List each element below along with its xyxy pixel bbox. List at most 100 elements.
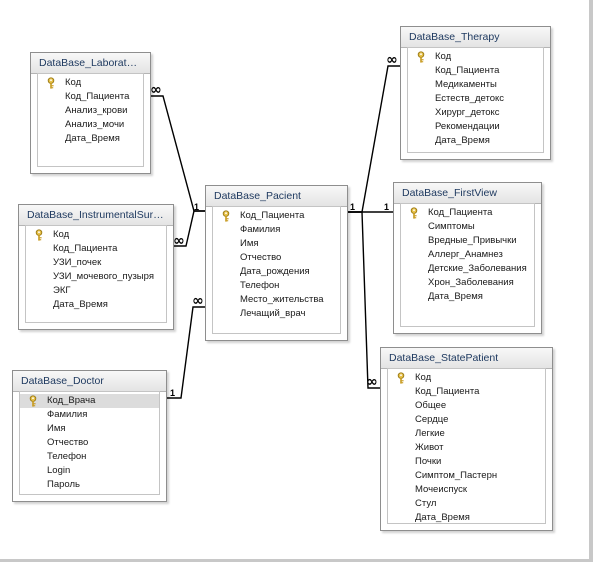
table-title[interactable]: DataBase_StatePatient [381, 348, 552, 369]
field-label: Код_Пациента [240, 210, 305, 221]
card-pacient-one-left: 1 [194, 202, 199, 212]
table-title[interactable]: DataBase_Doctor [13, 371, 166, 392]
field-label: Код [415, 372, 432, 383]
field-row[interactable]: Естеств_детокс [435, 93, 504, 104]
primary-key-field[interactable]: Код [38, 76, 143, 90]
field-row[interactable]: Дата_Время [53, 299, 108, 310]
table-title[interactable]: DataBase_Pacient [206, 186, 347, 207]
field-row[interactable]: Анализ_крови [65, 105, 128, 116]
field-label: Код_Врача [47, 395, 96, 406]
card-therapy-many: ∞ [386, 52, 398, 68]
window-edge [589, 0, 593, 562]
field-row[interactable]: Аллерг_Анамнез [428, 249, 503, 260]
table-title[interactable]: DataBase_FirstView [394, 183, 541, 204]
field-row[interactable]: Дата_рождения [240, 266, 310, 277]
primary-key-field[interactable]: Код_Врача [20, 394, 159, 408]
field-label: Код [65, 77, 82, 88]
field-row[interactable]: Имя [47, 423, 66, 434]
field-row[interactable]: Телефон [240, 280, 280, 291]
field-row[interactable]: Код_Пациента [435, 65, 500, 76]
primary-key-field[interactable]: Код_Пациента [401, 206, 534, 220]
field-row[interactable]: Код_Пациента [415, 386, 480, 397]
field-label: Код [435, 51, 452, 62]
field-row[interactable]: Вредные_Привычки [428, 235, 517, 246]
primary-key-field[interactable]: Код [26, 228, 166, 242]
primary-key-field[interactable]: Код [388, 371, 545, 385]
field-row[interactable]: Дата_Время [65, 133, 120, 144]
field-row[interactable]: Дата_Время [435, 135, 490, 146]
field-row[interactable]: Дата_Время [428, 291, 483, 302]
field-row[interactable]: Имя [240, 238, 259, 249]
field-row[interactable]: Login [47, 465, 71, 476]
rel-pacient-statepatient [347, 211, 380, 389]
card-laboratory-many: ∞ [150, 82, 162, 98]
field-row[interactable]: Стул [415, 498, 437, 509]
card-doctor-one: 1 [170, 388, 175, 398]
card-instrumental-many: ∞ [173, 233, 185, 249]
card-pacient-one-right: 1 [350, 202, 355, 212]
rel-doctor-pacient [166, 306, 205, 399]
field-row[interactable]: Лечащий_врач [240, 308, 306, 319]
window-edge [0, 559, 593, 562]
field-row[interactable]: Хрон_Заболевания [428, 277, 514, 288]
field-row[interactable]: Легкие [415, 428, 445, 439]
field-row[interactable]: УЗИ_мочевого_пузыря [53, 271, 154, 282]
field-row[interactable]: Сердце [415, 414, 449, 425]
field-row[interactable]: Почки [415, 456, 442, 467]
field-row[interactable]: Пароль [47, 479, 80, 490]
primary-key-icon [416, 51, 426, 63]
field-row[interactable]: Общее [415, 400, 447, 411]
field-row[interactable]: Код_Пациента [65, 91, 130, 102]
field-row[interactable]: Симптомы [428, 221, 475, 232]
field-row[interactable]: Телефон [47, 451, 87, 462]
primary-key-field[interactable]: Код [408, 50, 543, 64]
field-row[interactable]: Рекомендации [435, 121, 500, 132]
field-row[interactable]: ЭКГ [53, 285, 71, 296]
field-row[interactable]: Отчество [240, 252, 282, 263]
field-row[interactable]: УЗИ_почек [53, 257, 102, 268]
field-row[interactable]: Симптом_Пастерн [415, 470, 498, 481]
table-title[interactable]: DataBase_Laboratory... [31, 53, 150, 74]
table-title[interactable]: DataBase_InstrumentalSurvey [19, 205, 173, 226]
field-row[interactable]: Фамилия [47, 409, 88, 420]
card-pacient-many-doctor: ∞ [192, 293, 204, 309]
table-title[interactable]: DataBase_Therapy [401, 27, 550, 48]
field-row[interactable]: Фамилия [240, 224, 281, 235]
field-row[interactable]: Анализ_мочи [65, 119, 125, 130]
field-row[interactable]: Мочеиспуск [415, 484, 468, 495]
rel-instrumental-pacient [174, 210, 205, 247]
field-row[interactable]: Дата_Время [415, 512, 470, 523]
primary-key-icon [409, 207, 419, 219]
field-label: Код_Пациента [428, 207, 493, 218]
field-row[interactable]: Хирург_детокс [435, 107, 500, 118]
field-row[interactable]: Детские_Заболевания [428, 263, 527, 274]
primary-key-icon [28, 395, 38, 407]
field-row[interactable]: Живот [415, 442, 444, 453]
card-firstview-one: 1 [384, 202, 389, 212]
field-row[interactable]: Место_жительства [240, 294, 324, 305]
field-label: Код [53, 229, 70, 240]
primary-key-icon [46, 77, 56, 89]
primary-key-icon [221, 210, 231, 222]
primary-key-field[interactable]: Код_Пациента [213, 209, 340, 223]
primary-key-icon [34, 229, 44, 241]
field-row[interactable]: Код_Пациента [53, 243, 118, 254]
field-row[interactable]: Медикаменты [435, 79, 497, 90]
rel-laboratory-pacient [151, 95, 205, 212]
field-row[interactable]: Отчество [47, 437, 89, 448]
